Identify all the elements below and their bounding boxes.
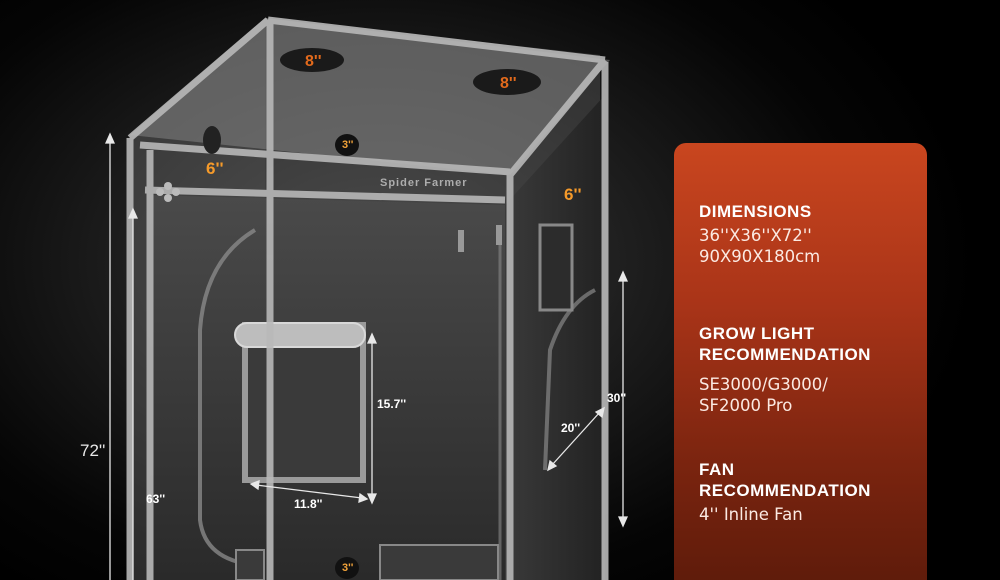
dimensions-section: DIMENSIONS 36''X36''X72'' 90X90X180cm xyxy=(699,201,820,267)
grow-light-title: GROW LIGHT RECOMMENDATION xyxy=(699,324,871,364)
top-hole-right-label: 8'' xyxy=(500,75,517,92)
side-door-width-label: 20'' xyxy=(561,421,581,435)
top-small-port-label: 3'' xyxy=(342,139,354,151)
dimensions-title: DIMENSIONS xyxy=(699,202,812,221)
specs-panel: DIMENSIONS 36''X36''X72'' 90X90X180cm GR… xyxy=(674,143,927,580)
top-hole-left-label: 8'' xyxy=(305,53,322,70)
grow-light-section: GROW LIGHT RECOMMENDATION SE3000/G3000/ … xyxy=(699,323,871,416)
fan-section: FAN RECOMMENDATION 4'' Inline Fan xyxy=(699,459,871,525)
bottom-port-label: 3'' xyxy=(342,562,354,574)
right-port-label: 6'' xyxy=(564,185,582,204)
front-port-label: 6'' xyxy=(206,159,224,178)
window-height-label: 15.7'' xyxy=(377,397,407,411)
fan-value: 4'' Inline Fan xyxy=(699,505,803,524)
grow-light-value: SE3000/G3000/ SF2000 Pro xyxy=(699,375,828,415)
total-height-label: 72'' xyxy=(80,441,106,460)
door-height-label: 63'' xyxy=(146,492,166,506)
window-width-label: 11.8'' xyxy=(294,497,323,511)
side-door-height-label: 30'' xyxy=(607,391,627,405)
dimensions-value: 36''X36''X72'' 90X90X180cm xyxy=(699,226,821,266)
brand-logo-text: Spider Farmer xyxy=(380,177,468,189)
fan-title: FAN RECOMMENDATION xyxy=(699,460,871,500)
